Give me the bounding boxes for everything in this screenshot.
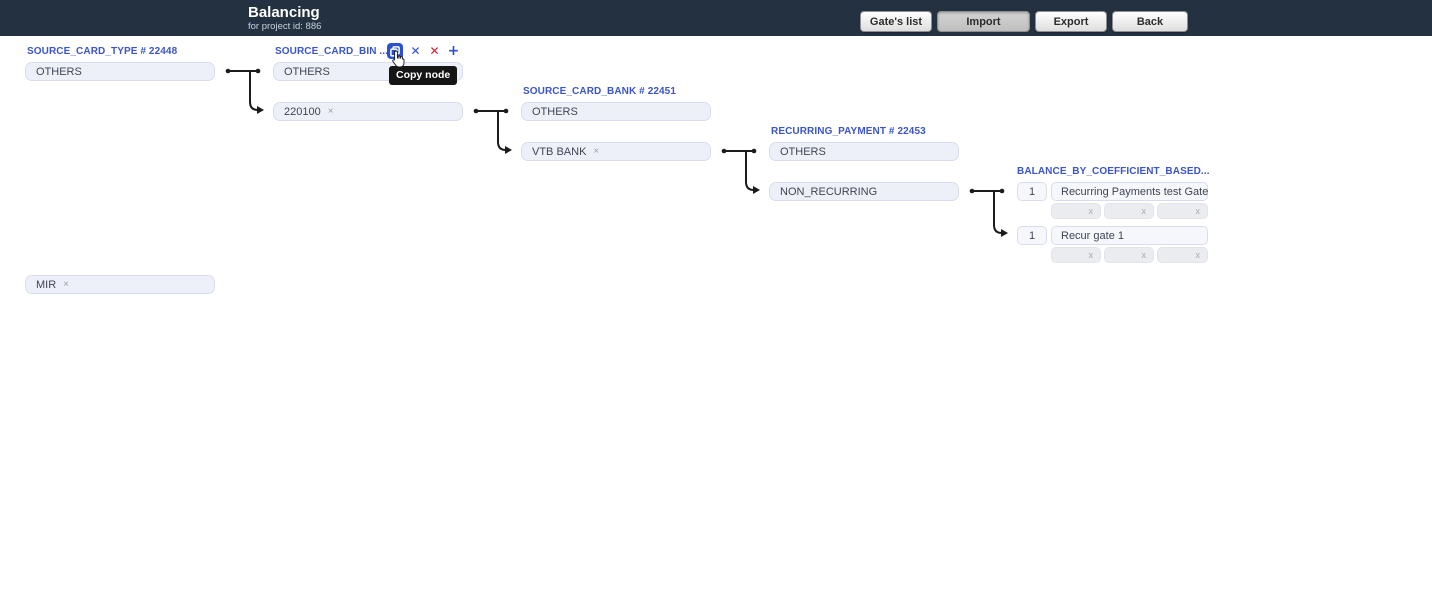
remove-tag-icon[interactable]: × (327, 106, 334, 117)
value-box-220100[interactable]: 220100 × (273, 102, 463, 121)
value-box-vtb-bank[interactable]: VTB BANK × (521, 142, 711, 161)
export-button[interactable]: Export (1035, 11, 1107, 32)
gate-slot[interactable]: x (1104, 203, 1154, 219)
gate-weight-2[interactable]: 1 (1017, 226, 1047, 245)
topbar: Balancing for project id: 886 Gate's lis… (0, 0, 1432, 36)
value-box-non-recurring[interactable]: NON_RECURRING (769, 182, 959, 201)
gate-slot[interactable]: x (1104, 247, 1154, 263)
cut-node-icon[interactable]: ✕ (410, 44, 421, 58)
import-button[interactable]: Import (937, 11, 1030, 32)
remove-tag-icon[interactable]: × (593, 146, 600, 157)
slot-remove-icon[interactable]: x (1088, 205, 1094, 216)
gate-weight-1[interactable]: 1 (1017, 182, 1047, 201)
add-node-icon[interactable]: + (447, 43, 460, 59)
node-title-source-card-bank: SOURCE_CARD_BANK # 22451 (523, 86, 677, 97)
topbar-buttons: Gate's list Import Export Back (860, 11, 1188, 32)
slot-remove-icon[interactable]: x (1195, 249, 1201, 260)
slot-remove-icon[interactable]: x (1195, 205, 1201, 216)
copy-glyph (390, 46, 400, 57)
node-toolbar: ✕ ✕ + (387, 43, 460, 59)
remove-tag-icon[interactable]: × (63, 279, 70, 290)
value-box-others-card-type[interactable]: OTHERS (25, 62, 215, 81)
gates-list-button[interactable]: Gate's list (860, 11, 932, 32)
node-title-recurring-payment: RECURRING_PAYMENT # 22453 (771, 126, 926, 137)
slot-remove-icon[interactable]: x (1141, 205, 1147, 216)
node-title-balance-by-coefficient: BALANCE_BY_COEFFICIENT_BASED... (1017, 166, 1210, 177)
connector-bank-to-recurring (721, 148, 760, 194)
gate-name-recur-gate-1[interactable]: Recur gate 1 (1051, 226, 1208, 245)
connector-recurring-to-balance (969, 188, 1008, 237)
copy-node-icon[interactable] (387, 43, 403, 59)
node-title-source-card-bin: SOURCE_CARD_BIN ... (275, 46, 389, 57)
value-box-others-card-bank[interactable]: OTHERS (521, 102, 711, 121)
gate-slot[interactable]: x (1157, 203, 1208, 219)
back-button[interactable]: Back (1112, 11, 1188, 32)
node-title-source-card-type: SOURCE_CARD_TYPE # 22448 (27, 46, 178, 57)
slot-remove-icon[interactable]: x (1141, 249, 1147, 260)
gate-slot[interactable]: x (1051, 203, 1101, 219)
connector-bin-to-bank (473, 108, 512, 154)
slot-remove-icon[interactable]: x (1088, 249, 1094, 260)
gate-slot[interactable]: x (1157, 247, 1208, 263)
title-wrap: Balancing for project id: 886 (248, 4, 321, 32)
value-box-others-recurring[interactable]: OTHERS (769, 142, 959, 161)
page-subtitle: for project id: 886 (248, 21, 322, 32)
gate-slot[interactable]: x (1051, 247, 1101, 263)
tooltip-copy-node: Copy node (389, 66, 458, 85)
delete-node-icon[interactable]: ✕ (429, 44, 440, 58)
gate-name-recurring-payments-test-gate[interactable]: Recurring Payments test Gate (1051, 182, 1208, 201)
value-box-mir[interactable]: MIR × (25, 275, 215, 294)
page-title: Balancing (248, 4, 320, 21)
connector-card-type-to-bin (225, 68, 264, 114)
